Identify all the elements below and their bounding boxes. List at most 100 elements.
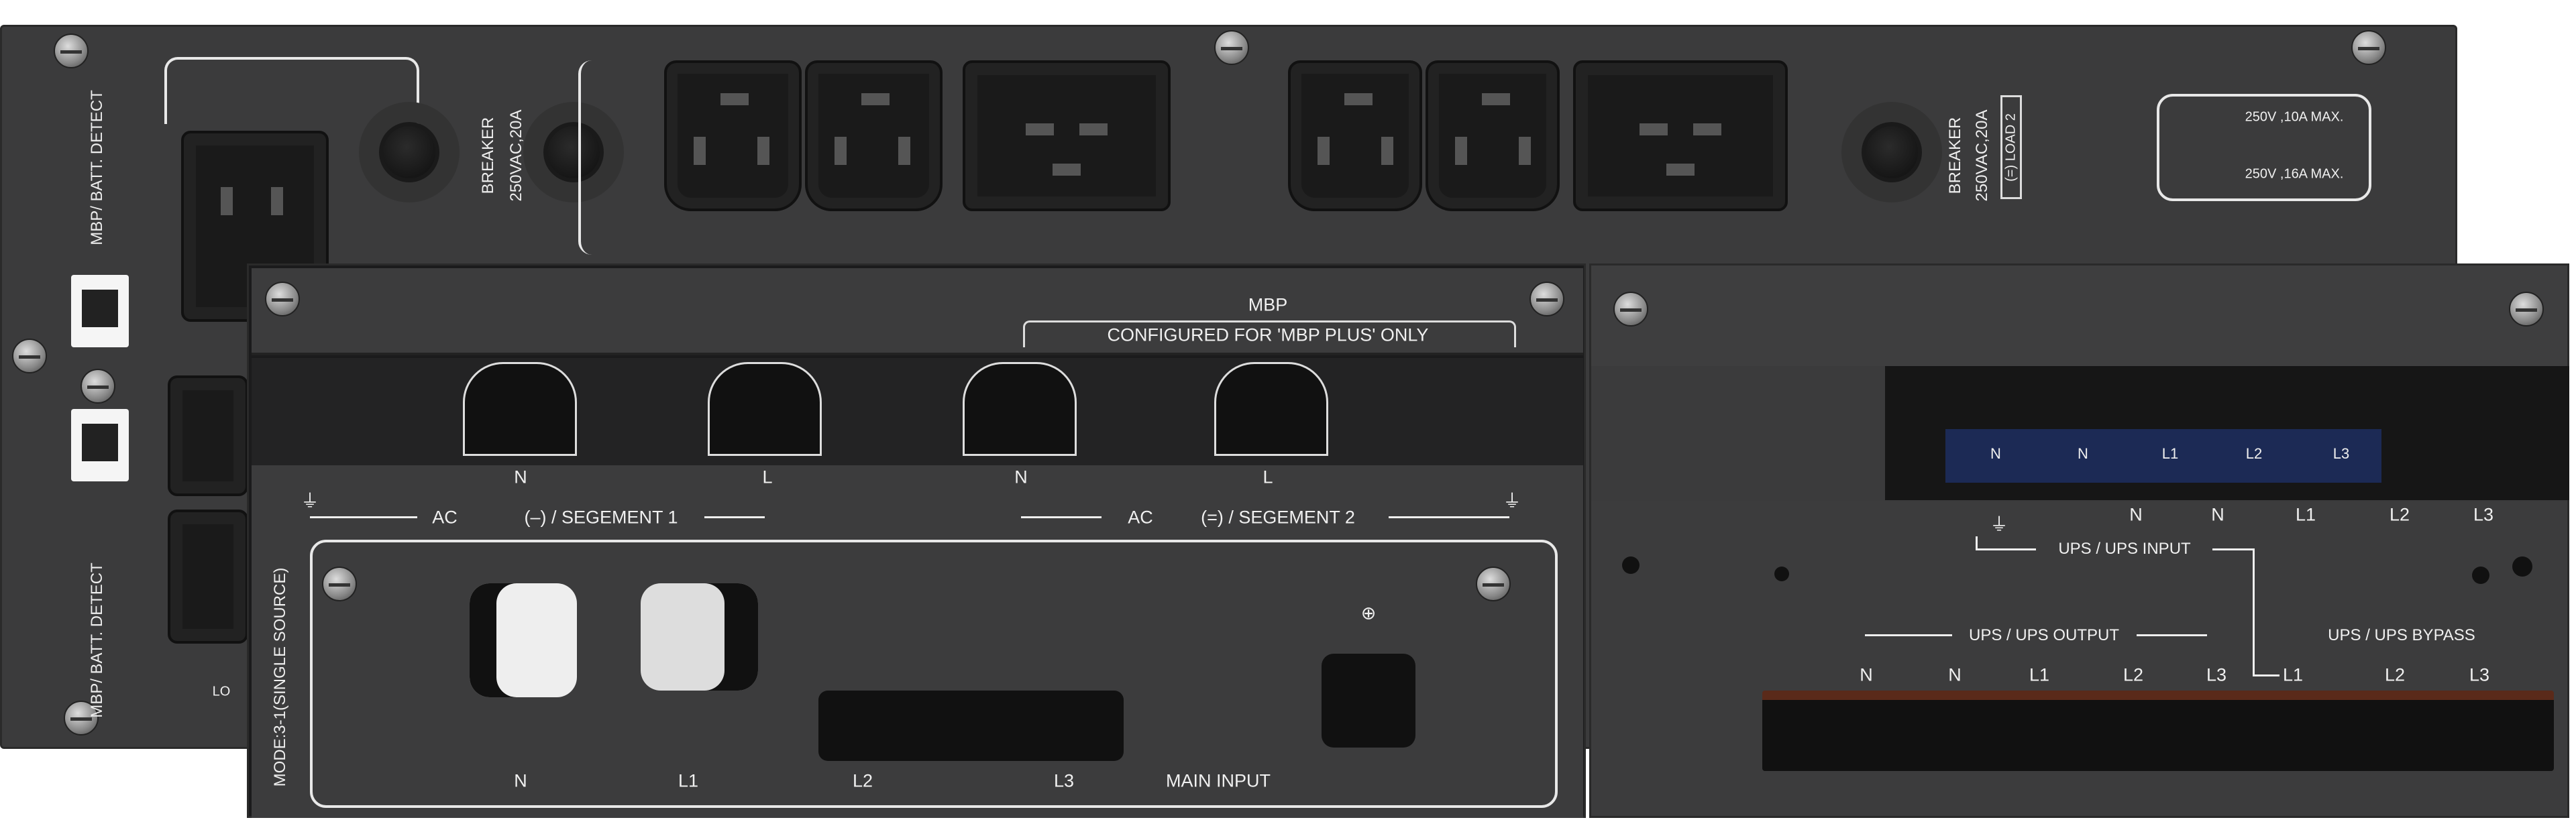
input-line	[1976, 536, 1978, 550]
c13-outlet[interactable]	[1426, 60, 1560, 211]
bypass-terminal: L3	[2469, 664, 2490, 685]
terminal-l[interactable]	[1214, 362, 1328, 456]
indicator-hole	[2472, 567, 2489, 584]
ground-symbol: ⏚	[1990, 514, 2008, 535]
input-n-window	[470, 583, 577, 697]
screw	[12, 339, 47, 373]
terminal-label: N	[1014, 467, 1028, 487]
outlet-bracket	[164, 57, 419, 124]
bypass-terminal: L2	[2384, 664, 2406, 685]
screw	[265, 282, 300, 316]
terminal-block-strip	[1945, 429, 2381, 483]
input-label: N	[514, 770, 527, 791]
indicator-hole	[2512, 556, 2532, 577]
detect-label: MBP/ BATT. DETECT	[88, 563, 106, 718]
indicator-hole	[1622, 556, 1640, 574]
output-line	[2137, 634, 2207, 636]
c13-outlet[interactable]	[805, 60, 943, 211]
segment2-line	[1389, 516, 1509, 518]
c19-outlet[interactable]	[963, 60, 1171, 211]
ground-symbol: ⏚	[1503, 491, 1521, 512]
output-terminal: L2	[2123, 664, 2144, 685]
input-terminal: L1	[2295, 504, 2316, 525]
mbp-title: MBP	[1248, 294, 1288, 315]
ups-output-label: UPS / UPS OUTPUT	[1968, 626, 2120, 644]
block-label: N	[2078, 445, 2088, 462]
screw	[322, 567, 357, 601]
terminal-label: N	[514, 467, 527, 487]
c19-outlet[interactable]	[168, 510, 248, 644]
segment2-label: (=) / SEGEMENT 2	[1201, 507, 1355, 528]
c19-outlet[interactable]	[1573, 60, 1788, 211]
input-terminal: L2	[2389, 504, 2410, 525]
input-l2-l3-window	[818, 691, 1124, 761]
rating-box	[2157, 94, 2371, 201]
c13-outlet[interactable]	[664, 60, 802, 211]
segment1-ac: AC	[432, 507, 458, 528]
segment2-ac: AC	[1128, 507, 1153, 528]
c19-outlet[interactable]	[168, 375, 248, 496]
mbp-cover	[252, 268, 1583, 355]
segment1-line	[310, 516, 417, 518]
screw	[1529, 282, 1564, 316]
breaker-button[interactable]	[543, 122, 604, 182]
input-line	[2253, 674, 2279, 676]
load2-label-box	[2000, 95, 2022, 199]
output-line	[1865, 634, 1952, 636]
breaker-button[interactable]	[379, 122, 439, 182]
input-line	[2253, 548, 2255, 676]
terminal-l[interactable]	[708, 362, 822, 456]
input-l1-window	[641, 583, 758, 691]
input-line	[2212, 548, 2254, 550]
screw	[64, 701, 99, 735]
batt-detect-port[interactable]	[71, 409, 129, 481]
screw	[2509, 292, 2544, 327]
terminal-n[interactable]	[963, 362, 1077, 456]
segment2-line	[1021, 516, 1102, 518]
main-input-box	[310, 540, 1558, 808]
rating-16a: 250V ,16A MAX.	[2245, 166, 2344, 182]
mbp-subtitle: CONFIGURED FOR 'MBP PLUS' ONLY	[1107, 324, 1429, 345]
load2-label: (=) LOAD 2	[2003, 113, 2019, 182]
mode-label: MODE:3-1(SINGLE SOURCE)	[271, 567, 289, 787]
ground-window	[1322, 654, 1415, 748]
ups-input-label: UPS / UPS INPUT	[2058, 540, 2191, 558]
breaker-label: BREAKER	[1946, 117, 1964, 194]
terminal-n[interactable]	[463, 362, 577, 456]
mbp-detect-port[interactable]	[71, 275, 129, 347]
c13-outlet[interactable]	[1288, 60, 1422, 211]
screw	[80, 369, 115, 404]
bypass-terminal: L1	[2282, 664, 2304, 685]
screw	[1613, 292, 1648, 327]
terminal-label: L	[1263, 467, 1273, 487]
output-terminal: L1	[2029, 664, 2050, 685]
breaker-rating: 250VAC,20A	[1973, 109, 1991, 202]
ups-cable-slot	[1762, 691, 2554, 771]
main-input-label: MAIN INPUT	[1165, 770, 1271, 791]
screw	[1214, 30, 1249, 65]
output-terminal: N	[1860, 664, 1873, 685]
ground-symbol: ⏚	[301, 491, 319, 512]
breaker-rating: 250VAC,20A	[507, 109, 525, 202]
detect-label: MBP/ BATT. DETECT	[88, 90, 106, 245]
block-label: N	[1990, 445, 2001, 462]
input-line	[1976, 548, 2036, 550]
output-terminal: L3	[2206, 664, 2227, 685]
input-label: L1	[678, 770, 699, 791]
segment1-line	[704, 516, 765, 518]
ups-top-cover	[1591, 265, 2567, 366]
input-label: L2	[852, 770, 873, 791]
subtitle-bracket	[1023, 320, 1516, 347]
screw	[54, 34, 89, 68]
terminal-area	[252, 358, 1583, 465]
input-label: L3	[1053, 770, 1075, 791]
block-label: L2	[2245, 445, 2263, 462]
load1-bracket	[578, 60, 2007, 255]
breaker-button[interactable]	[1862, 122, 1922, 182]
input-terminal: L3	[2473, 504, 2494, 525]
block-label: L3	[2332, 445, 2350, 462]
rating-10a: 250V ,10A MAX.	[2245, 109, 2344, 125]
ground-symbol: ⊕	[1360, 603, 1377, 624]
load-label-bottom: LO	[212, 684, 231, 699]
terminal-label: L	[762, 467, 773, 487]
